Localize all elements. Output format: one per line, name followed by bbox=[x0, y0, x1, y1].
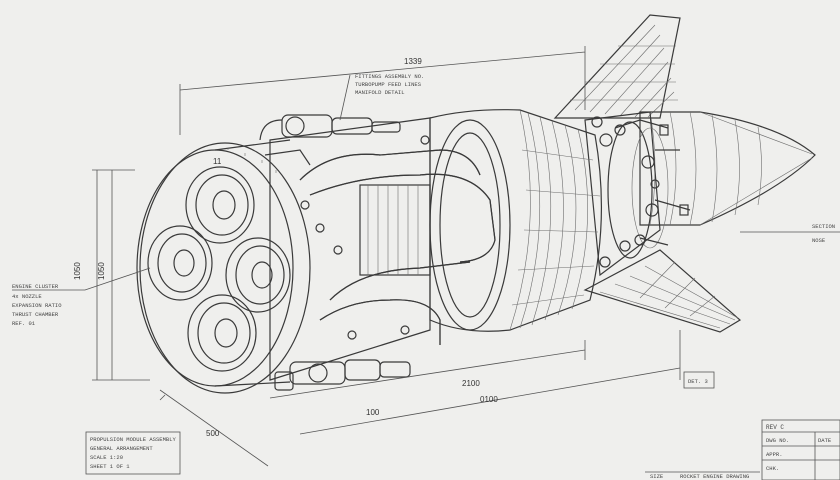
svg-text:APPR.: APPR. bbox=[766, 451, 783, 458]
top-callout: FITTINGS ASSEMBLY NO. TURBOPUMP FEED LIN… bbox=[339, 73, 424, 121]
svg-text:1050: 1050 bbox=[73, 262, 82, 280]
svg-text:MANIFOLD DETAIL: MANIFOLD DETAIL bbox=[355, 89, 405, 96]
title-block-right: REV C DWG NO. APPR. CHK. DATE bbox=[761, 419, 840, 480]
nozzle-mark-label: 11 bbox=[213, 157, 222, 166]
lower-fin bbox=[583, 249, 742, 333]
upper-fin bbox=[553, 14, 681, 119]
svg-text:EXPANSION RATIO: EXPANSION RATIO bbox=[12, 302, 62, 309]
svg-text:ROCKET ENGINE DRAWING: ROCKET ENGINE DRAWING bbox=[680, 473, 749, 480]
svg-text:DATE: DATE bbox=[818, 437, 832, 444]
svg-text:GENERAL ARRANGEMENT: GENERAL ARRANGEMENT bbox=[90, 445, 153, 452]
svg-text:REV C: REV C bbox=[766, 424, 784, 431]
engine-nozzle-top bbox=[185, 166, 255, 244]
svg-text:100: 100 bbox=[366, 408, 380, 417]
main-tank bbox=[429, 109, 602, 332]
engine-nozzle-right bbox=[225, 237, 291, 313]
title-block-center: SIZE ROCKET ENGINE DRAWING bbox=[645, 471, 760, 480]
svg-text:DET. 3: DET. 3 bbox=[688, 378, 708, 385]
mid-section bbox=[584, 111, 691, 277]
dimension-diagonal: 500 bbox=[159, 389, 269, 467]
aft-ring bbox=[136, 139, 311, 394]
svg-text:ENGINE CLUSTER: ENGINE CLUSTER bbox=[12, 283, 59, 290]
svg-text:2100: 2100 bbox=[462, 379, 480, 388]
svg-text:1050: 1050 bbox=[97, 262, 106, 280]
title-block-left: PROPULSION MODULE ASSEMBLY GENERAL ARRAN… bbox=[85, 431, 181, 475]
svg-text:SHEET 1 OF 1: SHEET 1 OF 1 bbox=[90, 463, 130, 470]
svg-text:DWG NO.: DWG NO. bbox=[766, 437, 789, 444]
svg-text:1339: 1339 bbox=[404, 57, 422, 66]
engine-nozzle-bottom bbox=[187, 294, 257, 372]
svg-text:4x NOZZLE: 4x NOZZLE bbox=[12, 293, 42, 300]
left-callout: ENGINE CLUSTER 4x NOZZLE EXPANSION RATIO… bbox=[12, 267, 151, 327]
nose-cone bbox=[639, 111, 816, 226]
svg-text:FITTINGS ASSEMBLY NO.: FITTINGS ASSEMBLY NO. bbox=[355, 73, 424, 80]
svg-text:NOSE: NOSE bbox=[812, 237, 826, 244]
svg-text:SCALE 1:20: SCALE 1:20 bbox=[90, 454, 123, 461]
engine-nozzle-left bbox=[147, 225, 213, 301]
detail-box: DET. 3 bbox=[683, 371, 715, 389]
dimension-top: 1339 bbox=[179, 46, 586, 135]
dimension-bottom: 2100 0100 100 bbox=[269, 330, 681, 435]
svg-text:REF. 01: REF. 01 bbox=[12, 320, 36, 327]
right-callout: SECTION NOSE bbox=[740, 223, 840, 244]
svg-text:SECTION: SECTION bbox=[812, 223, 835, 230]
svg-text:PROPULSION MODULE ASSEMBLY: PROPULSION MODULE ASSEMBLY bbox=[90, 436, 177, 443]
engine-bay bbox=[259, 114, 496, 391]
svg-text:500: 500 bbox=[206, 429, 220, 438]
svg-text:SIZE: SIZE bbox=[650, 473, 664, 480]
svg-text:TURBOPUMP FEED LINES: TURBOPUMP FEED LINES bbox=[355, 81, 422, 88]
svg-text:CHK.: CHK. bbox=[766, 465, 779, 472]
svg-text:THRUST CHAMBER: THRUST CHAMBER bbox=[12, 311, 59, 318]
dimension-left: 1050 1050 bbox=[73, 169, 150, 381]
svg-text:0100: 0100 bbox=[480, 395, 498, 404]
